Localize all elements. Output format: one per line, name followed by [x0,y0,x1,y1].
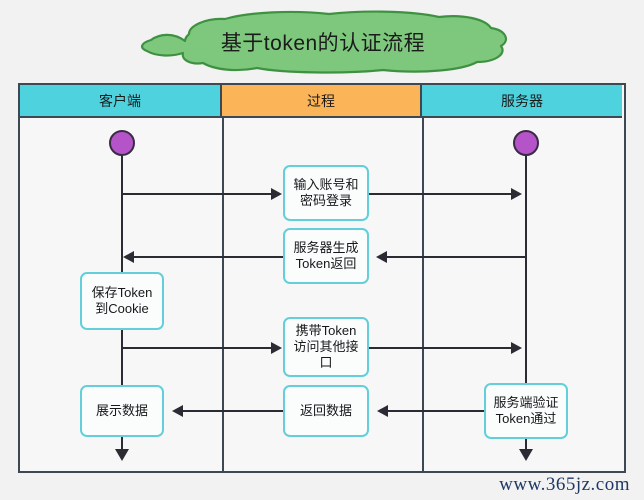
flow-4-line [134,256,283,258]
step-5-label: 展示数据 [95,402,148,418]
client-lifeline-end-arrow-icon [115,449,129,461]
flow-5-arrowhead-icon [271,342,282,354]
title-cloud-svg [141,10,508,74]
diagram-frame: 客户端 过程 服务器 输入账号和密码登录 [18,83,626,473]
flow-2-arrowhead-icon [511,188,522,200]
flow-7-arrowhead-icon [377,405,388,417]
flow-8-line [183,410,283,412]
flow-5-line [121,347,271,349]
column-header-client: 客户端 [20,85,222,118]
column-divider-2 [422,118,424,473]
step-5-box[interactable]: 展示数据 [80,385,164,437]
flow-6-arrowhead-icon [511,342,522,354]
flow-6-line [369,347,511,349]
column-header-process-label: 过程 [307,92,335,109]
watermark: www.365jz.com [499,474,630,495]
flow-3-arrowhead-icon [376,251,387,263]
server-actor-dot [513,130,539,156]
column-header-band: 客户端 过程 服务器 [20,85,624,118]
page-title: 基于token的认证流程 [220,32,426,55]
flow-1-arrowhead-icon [271,188,282,200]
column-header-server: 服务器 [422,85,622,118]
step-1-box[interactable]: 输入账号和密码登录 [283,165,369,221]
flow-8-arrowhead-icon [172,405,183,417]
flow-3-line [387,256,525,258]
step-6-label: 返回数据 [299,402,352,418]
title-cloud-shape: 基于token的认证流程 [133,10,513,74]
flow-7-line [388,410,484,412]
flow-1-line [121,193,271,195]
column-header-client-label: 客户端 [99,92,141,109]
column-header-process: 过程 [222,85,422,118]
flow-4-arrowhead-icon [123,251,134,263]
client-actor-dot [109,130,135,156]
column-divider-1 [222,118,224,473]
flow-2-line [369,193,511,195]
step-1-label: 输入账号和密码登录 [293,176,359,208]
step-6-box[interactable]: 返回数据 [283,385,369,437]
column-header-server-label: 服务器 [501,92,543,109]
server-lifeline-end-arrow-icon [519,449,533,461]
server-lifeline [525,155,527,451]
